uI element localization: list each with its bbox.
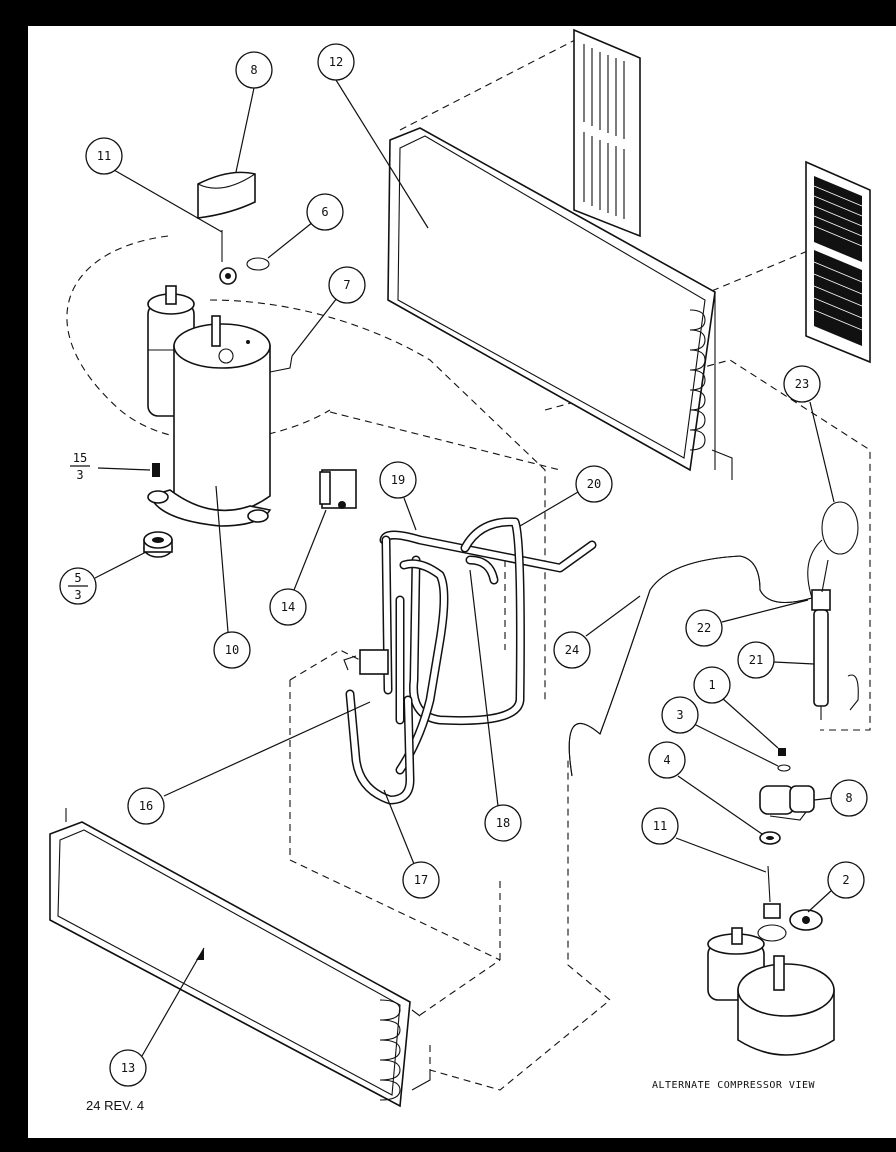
callout-20: 20 <box>575 465 613 503</box>
alternate-view-caption: ALTERNATE COMPRESSOR VIEW <box>652 1080 815 1091</box>
condenser-coil <box>387 127 733 480</box>
callout-circle <box>484 804 522 842</box>
compressor <box>147 285 293 527</box>
callout-21: 21 <box>737 641 775 679</box>
callout-6: 6 <box>306 193 344 231</box>
screw-part-15 <box>152 463 160 477</box>
callout-22: 22 <box>685 609 723 647</box>
callout-number: 7 <box>343 278 350 292</box>
overload-part-11 <box>219 230 270 285</box>
callout-number: 23 <box>795 377 809 391</box>
callout-number: 20 <box>587 477 601 491</box>
coil-hairpins <box>689 309 733 480</box>
callout-circle <box>85 137 123 175</box>
callout-fraction-15: 153 <box>70 451 90 482</box>
callout-circle <box>59 567 97 605</box>
callout-number: 6 <box>321 205 328 219</box>
evaporator-grille <box>805 160 871 364</box>
callout-17: 17 <box>402 861 440 899</box>
callout-7: 7 <box>328 266 366 304</box>
callout-circle <box>402 861 440 899</box>
callout-circle <box>213 631 251 669</box>
callout-16: 16 <box>127 787 165 825</box>
callout-number: 12 <box>329 55 343 69</box>
terminal-cover-part-8 <box>197 171 256 219</box>
callout-18: 18 <box>484 804 522 842</box>
callout-circle <box>685 609 723 647</box>
refrigerant-tubing <box>343 517 597 805</box>
capillary-assembly <box>568 501 859 777</box>
callout-8: 8 <box>235 51 273 89</box>
callout-number: 11 <box>97 149 111 163</box>
callout-number: 1 <box>708 678 715 692</box>
callout-2: 2 <box>827 861 865 899</box>
callout-number: 18 <box>496 816 510 830</box>
callout-19: 19 <box>379 461 417 499</box>
callout-number: 8 <box>250 63 257 77</box>
grommet-part-5 <box>143 531 173 558</box>
leader-lines <box>94 79 835 1057</box>
callout-11: 11 <box>641 807 679 845</box>
callout-circle <box>553 631 591 669</box>
callout-8: 8 <box>830 779 868 817</box>
relay-part-14 <box>319 469 357 509</box>
callout-number: 10 <box>225 643 239 657</box>
callout-14: 14 <box>269 588 307 626</box>
callout-number: 24 <box>565 643 579 657</box>
callout-circle <box>827 861 865 899</box>
callout-11: 11 <box>85 137 123 175</box>
callout-number: 16 <box>139 799 153 813</box>
callout-10: 10 <box>213 631 251 669</box>
callout-number: 13 <box>121 1061 135 1075</box>
callout-circle <box>127 787 165 825</box>
callout-number: 14 <box>281 600 295 614</box>
callout-circle <box>235 51 273 89</box>
callout-number: 11 <box>653 819 667 833</box>
callout-circle <box>783 365 821 403</box>
callout-circle <box>306 193 344 231</box>
callout-fraction-quantity: 3 <box>76 468 83 482</box>
callout-circle <box>661 696 699 734</box>
callout-number: 2 <box>842 873 849 887</box>
callout-number: 19 <box>391 473 405 487</box>
alternate-compressor <box>707 748 835 1056</box>
callout-circle <box>830 779 868 817</box>
callout-number: 4 <box>663 753 670 767</box>
callout-4: 4 <box>648 741 686 779</box>
callout-24: 24 <box>553 631 591 669</box>
callout-circle <box>641 807 679 845</box>
callout-circle <box>109 1049 147 1087</box>
callout-circle <box>693 666 731 704</box>
callout-circle <box>317 43 355 81</box>
revision-label: 24 REV. 4 <box>86 1098 144 1113</box>
callout-circle <box>328 266 366 304</box>
callout-number: 17 <box>414 873 428 887</box>
callout-number: 21 <box>749 653 763 667</box>
callout-fraction-number: 5 <box>74 571 81 585</box>
callout-13: 13 <box>109 1049 147 1087</box>
callout-number: 22 <box>697 621 711 635</box>
callout-number: 8 <box>845 791 852 805</box>
evaporator-coil <box>49 808 431 1108</box>
callout-1: 1 <box>693 666 731 704</box>
callout-circle <box>648 741 686 779</box>
callout-fraction-5: 53 <box>59 567 97 605</box>
callout-circle <box>269 588 307 626</box>
callout-number: 3 <box>676 708 683 722</box>
callout-fraction-number: 15 <box>73 451 87 465</box>
callout-circle <box>379 461 417 499</box>
callout-fraction-quantity: 3 <box>74 588 81 602</box>
condenser-grille <box>573 28 641 238</box>
callout-circle <box>575 465 613 503</box>
callout-3: 3 <box>661 696 699 734</box>
callout-12: 12 <box>317 43 355 81</box>
callout-circle <box>737 641 775 679</box>
callout-23: 23 <box>783 365 821 403</box>
